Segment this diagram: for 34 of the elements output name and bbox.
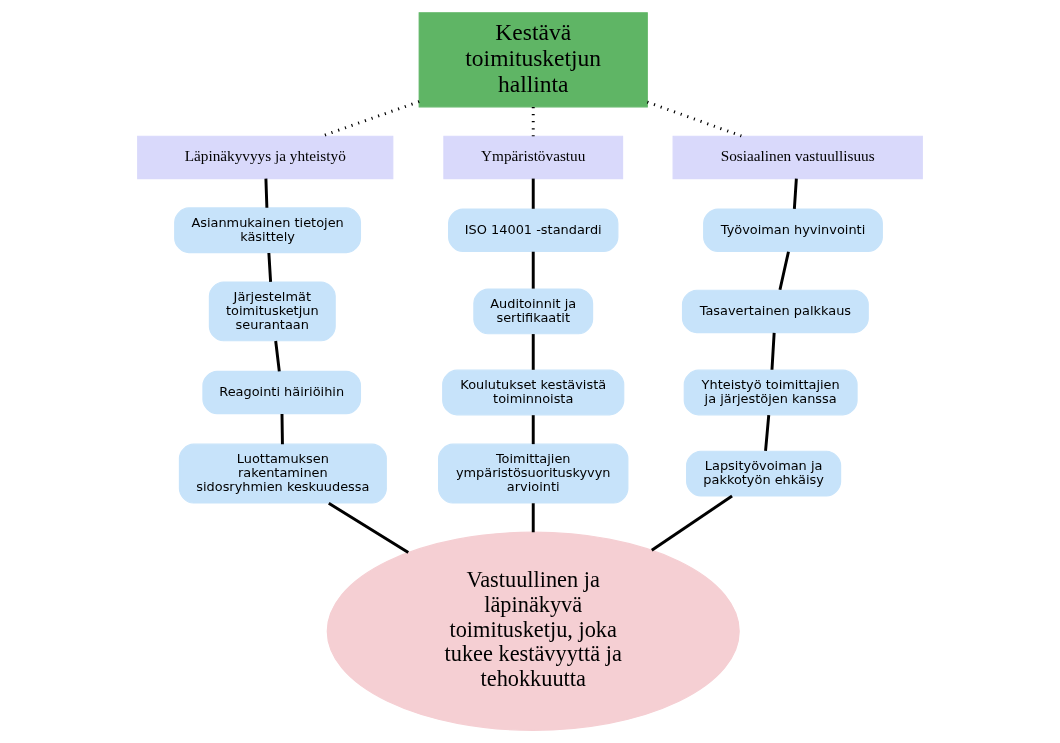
connector xyxy=(274,340,281,372)
node-box: Lapsityövoiman ja pakkotyön ehkäisy xyxy=(686,450,842,497)
node-box: Asianmukainen tietojen käsittely xyxy=(174,207,362,254)
connector xyxy=(778,251,790,291)
connector xyxy=(280,413,284,445)
node-box: Toimittajien ympäristösuorituskyvyn arviointi xyxy=(438,443,629,504)
connector xyxy=(531,178,535,209)
node-box: Auditoinnit ja sertifikaatit xyxy=(473,288,594,335)
connector xyxy=(770,332,776,370)
connector xyxy=(267,252,273,282)
node-box: ISO 14001 -standardi xyxy=(448,208,619,253)
node-box: Tasavertainen palkkaus xyxy=(681,289,869,334)
connector xyxy=(646,100,743,138)
node-ellipse: Vastuullinen ja läpinäkyvä toimitusketju, joka tukee kestävyyttä ja tehokkuutta xyxy=(326,531,740,731)
connector xyxy=(328,502,409,554)
node-box: Sosiaalinen vastuullisuus xyxy=(672,135,923,180)
node-box: Järjestelmät toimitusketjun seurantaan xyxy=(208,281,336,342)
node-box: Ympäristövastuu xyxy=(443,135,624,180)
node-box: Luottamuksen rakentaminen sidosryhmien keskuudessa xyxy=(178,443,387,504)
node-box: Yhteistyö toimittajien ja järjestöjen kanssa xyxy=(683,369,858,416)
connector xyxy=(764,415,771,452)
node-box: Koulutukset kestävistä toiminnoista xyxy=(442,369,625,416)
connector xyxy=(531,106,535,137)
connector xyxy=(531,415,535,445)
connector xyxy=(264,178,269,208)
connector xyxy=(792,178,798,209)
connector xyxy=(531,334,535,370)
node-box: Kestävä toimitusketjun hallinta xyxy=(418,12,648,108)
connector xyxy=(531,251,535,289)
node-box: Reagointi häiriöihin xyxy=(202,370,362,415)
connector xyxy=(531,503,535,533)
connector xyxy=(650,494,733,552)
node-box: Läpinäkyvyys ja yhteistyö xyxy=(137,135,394,180)
node-box: Työvoiman hyvinvointi xyxy=(703,208,883,253)
